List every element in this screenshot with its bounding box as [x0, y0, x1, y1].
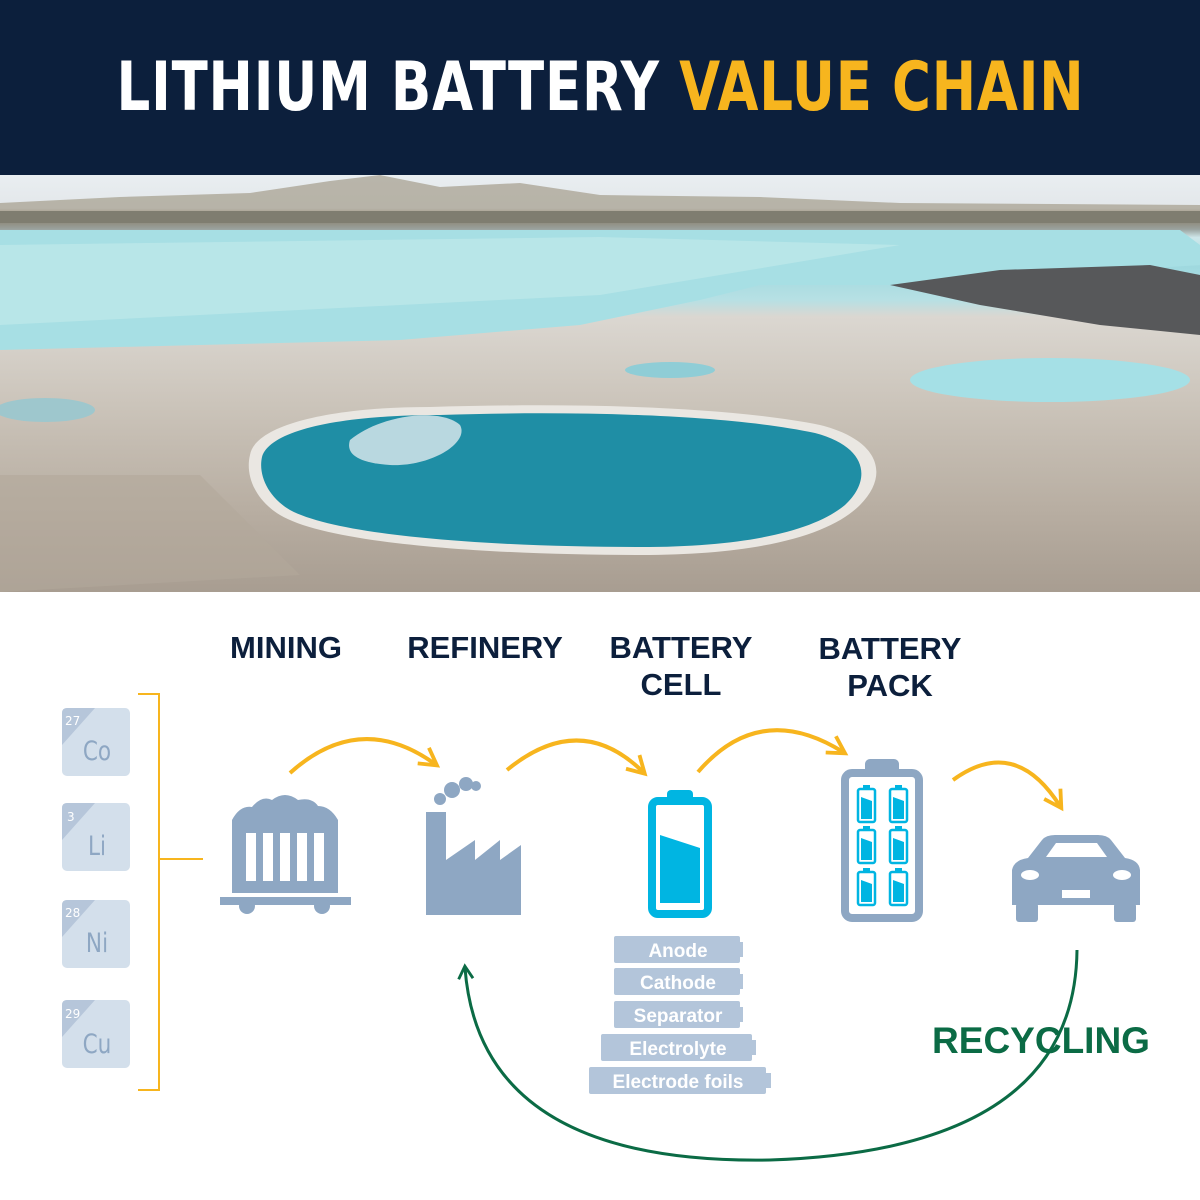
element-symbol: Co	[83, 735, 111, 767]
photo-illustration	[0, 175, 1200, 592]
component-cathode: Cathode	[614, 968, 743, 995]
stage-label-mining: MINING	[230, 630, 342, 665]
component-label: Cathode	[640, 973, 716, 994]
title-main: LITHIUM BATTERY	[116, 48, 660, 127]
element-number: 29	[65, 1007, 80, 1021]
salt-flat-photo	[0, 175, 1200, 592]
car-icon	[1012, 835, 1140, 922]
arrow-refinery-to-cell	[505, 738, 648, 777]
element-tile-ni: 28 Ni	[62, 900, 130, 968]
battery-cell-icon	[648, 790, 712, 918]
arrow-pack-to-car	[951, 760, 1064, 812]
element-symbol: Cu	[83, 1028, 112, 1060]
component-electrode-foils: Electrode foils	[589, 1067, 771, 1094]
component-separator: Separator	[614, 1001, 743, 1028]
mine-cart-icon	[220, 795, 351, 914]
battery-pack-icon	[841, 759, 923, 922]
component-electrolyte: Electrolyte	[601, 1034, 756, 1061]
element-tile-cu: 29 Cu	[62, 1000, 130, 1068]
component-label: Separator	[634, 1006, 723, 1027]
element-tile-li: 3 Li	[62, 803, 130, 871]
flow-arrows	[288, 728, 1064, 812]
header: LITHIUM BATTERY VALUE CHAIN	[0, 0, 1200, 175]
stage-label-battery-pack-line1: BATTERY	[819, 631, 962, 666]
stage-label-battery-cell-line1: BATTERY	[610, 630, 753, 665]
stage-label-battery-pack-line2: PACK	[847, 668, 933, 703]
element-symbol: Ni	[86, 927, 108, 959]
element-number: 3	[67, 810, 75, 824]
component-label: Electrode foils	[613, 1072, 744, 1093]
arrow-cell-to-pack	[696, 728, 849, 774]
component-label: Anode	[648, 941, 707, 962]
stage-label-battery-cell-line2: CELL	[641, 667, 722, 702]
bracket	[138, 693, 203, 1091]
element-number: 27	[65, 714, 80, 728]
factory-icon	[426, 777, 521, 915]
element-number: 28	[65, 906, 80, 920]
title-accent: VALUE CHAIN	[678, 48, 1084, 127]
cell-components: Anode Cathode Separator Electrolyte Elec…	[589, 936, 771, 1094]
element-tiles: 27 Co 3 Li 28 Ni 29 Cu	[62, 708, 130, 1068]
element-symbol: Li	[88, 830, 106, 862]
page-title: LITHIUM BATTERY VALUE CHAIN	[116, 48, 1084, 127]
arrow-mining-to-refinery	[288, 737, 441, 775]
stage-label-refinery: REFINERY	[407, 630, 563, 665]
element-tile-co: 27 Co	[62, 708, 130, 776]
component-anode: Anode	[614, 936, 743, 963]
recycling-label: RECYCLING	[932, 1020, 1150, 1061]
component-label: Electrolyte	[629, 1039, 726, 1060]
recycling-arrow	[457, 949, 1079, 1162]
